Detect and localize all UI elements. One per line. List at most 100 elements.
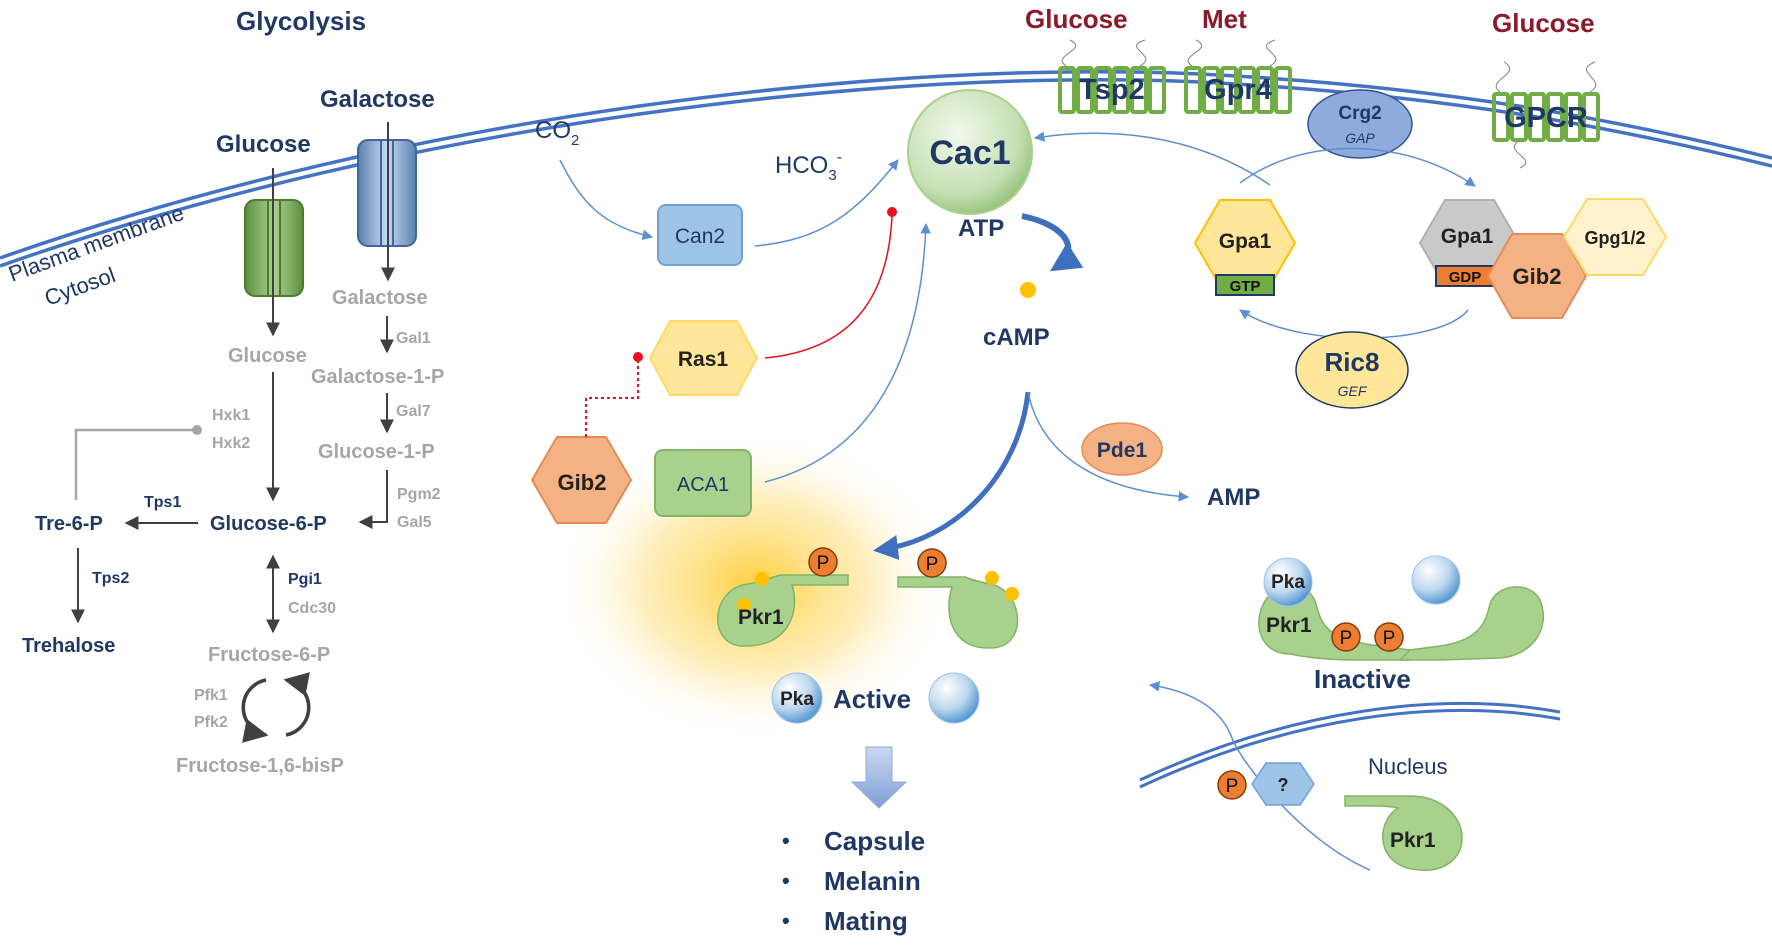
galactose-cytosol-label: Galactose	[332, 287, 428, 309]
amp-label: AMP	[1207, 484, 1260, 511]
active-pka-ball-left	[771, 672, 823, 724]
pfk2-label: Pfk2	[194, 714, 228, 731]
ras1-label: Ras1	[678, 348, 729, 371]
fructose-6p-label: Fructose-6-P	[208, 644, 330, 666]
active-pkr1-label: Pkr1	[738, 606, 784, 629]
can2-to-cac1-arrow	[754, 159, 899, 247]
pgm2-gal5-arrow	[358, 470, 388, 529]
left-phospho-circle	[808, 547, 838, 577]
ric8-role-label: GEF	[1338, 383, 1368, 399]
inactive-phospho-left	[1331, 622, 1361, 652]
ras1-node: Ras1	[648, 320, 759, 396]
pde1-label: Pde1	[1097, 439, 1148, 462]
co2-label: CO2	[535, 117, 579, 149]
gpa1-gtp-node: Gpa1 GTP	[1193, 199, 1297, 296]
inactive-pka-label: Pka	[1271, 572, 1305, 593]
nuclear-phospho-circle	[1217, 770, 1247, 800]
nuclear-phospho-label: P	[1226, 776, 1239, 797]
pgm2-label: Pgm2	[397, 486, 441, 503]
glucose-1p-label: Glucose-1-P	[318, 441, 435, 463]
hxk2-label: Hxk2	[212, 435, 250, 452]
gpg12-label: Gpg1/2	[1584, 228, 1645, 248]
outcomes-down-arrow	[850, 746, 908, 809]
active-pka-label: Pka	[780, 689, 814, 710]
gal1-label: Gal1	[396, 330, 431, 347]
active-pka-subunits: Pka Active	[771, 672, 980, 724]
galactose-1p-label: Galactose-1-P	[311, 366, 444, 388]
trehalose-label: Trehalose	[22, 635, 115, 657]
cdc30-label: Cdc30	[288, 600, 336, 617]
ric8-label: Ric8	[1325, 347, 1380, 377]
nucleus-label: Nucleus	[1368, 754, 1447, 779]
inactive-phospho-right	[1374, 622, 1404, 652]
inactive-phospho-left-label: P	[1340, 628, 1353, 649]
pde1-node: Pde1	[1081, 422, 1163, 476]
inactive-pkr1-label: Pkr1	[1266, 614, 1312, 637]
tsp2-label: Tsp2	[1079, 74, 1145, 106]
camp-label: cAMP	[983, 324, 1050, 351]
outcome-bullet-1: •	[782, 828, 790, 853]
outcome-capsule-label: Capsule	[824, 826, 925, 856]
camp-to-pka-arrow	[873, 391, 1031, 560]
gpa1-gdp-heterotrimer: Gpa1 GDP Gib2 Gpg1/2	[1418, 198, 1668, 319]
crg2-label: Crg2	[1338, 103, 1381, 124]
hxk1-label: Hxk1	[212, 407, 250, 424]
gib2-left-node: Gib2	[530, 436, 633, 524]
outcome-bullet-3: •	[782, 908, 790, 933]
right-camp-dot-1	[985, 571, 999, 585]
gal5-label: Gal5	[397, 514, 432, 531]
gpa1-to-gdp-arrow	[1239, 147, 1476, 187]
atp-to-camp-arrow	[1021, 213, 1084, 272]
gib2-left-label: Gib2	[558, 470, 607, 495]
glucose-6p-label: Glucose-6-P	[210, 513, 327, 535]
pfk-cycle-arrows	[241, 672, 311, 743]
atp-label: ATP	[958, 215, 1004, 242]
tps2-label: Tps2	[92, 570, 129, 587]
fructose-16bisp-label: Fructose-1,6-bisP	[176, 755, 344, 777]
unknown-factor-node: ?	[1251, 762, 1315, 806]
gpa1-active-label: Gpa1	[1219, 230, 1272, 253]
active-state-label: Active	[833, 684, 911, 714]
active-pka-ball-right	[928, 672, 980, 724]
active-pkr1-right: P	[897, 548, 1019, 649]
co2-to-can2-arrow	[559, 159, 654, 240]
gib2-ras1-dotted-line	[585, 360, 639, 437]
gpr4-receptor-icon: Gpr4	[1184, 39, 1292, 114]
unknown-factor-label: ?	[1278, 775, 1289, 795]
tre6p-inhibition-end	[192, 425, 202, 435]
nuclear-membrane	[1139, 702, 1561, 789]
outcome-melanin-label: Melanin	[824, 866, 921, 896]
right-phospho-label: P	[926, 554, 939, 575]
cac1-node: Cac1	[907, 89, 1033, 215]
can2-node: Can2	[657, 204, 743, 266]
tre6p-label: Tre-6-P	[35, 513, 103, 535]
left-camp-dot-2	[737, 598, 751, 612]
ric8-node: Ric8 GEF	[1295, 331, 1409, 409]
camp-dot	[1020, 282, 1036, 298]
ras1-cac1-end	[887, 207, 897, 217]
diagram-title: Glycolysis	[236, 6, 366, 36]
tre6p-inhibition-line	[74, 428, 195, 500]
glucose-outside-label: Glucose	[216, 131, 311, 158]
aca1-label: ACA1	[677, 474, 729, 496]
can2-label: Can2	[675, 225, 725, 248]
left-phospho-label: P	[817, 553, 830, 574]
pfk1-label: Pfk1	[194, 687, 228, 704]
gpr4-label: Gpr4	[1204, 74, 1272, 106]
inactive-phospho-right-label: P	[1383, 628, 1396, 649]
crg2-node: Crg2 GAP	[1307, 89, 1413, 159]
aca1-node: ACA1	[654, 449, 752, 517]
crg2-role-label: GAP	[1345, 130, 1375, 146]
glucose-gpcr-ligand-label: Glucose	[1492, 8, 1595, 38]
right-phospho-circle	[917, 548, 947, 578]
active-pkr1-left: P Pkr1	[717, 547, 849, 647]
nuclear-pkr1-label: Pkr1	[1390, 829, 1436, 852]
ras1-to-cac1-line	[764, 215, 893, 359]
aca1-to-cac1-arrow	[764, 222, 931, 483]
gtp-tag	[1215, 274, 1275, 296]
inactive-pka-ball-left	[1263, 557, 1313, 607]
glucose-cytosol-label: Glucose	[228, 345, 307, 367]
inactive-pka-ball-right	[1411, 555, 1461, 605]
gpa1-to-cac1-arrow	[1033, 131, 1271, 186]
